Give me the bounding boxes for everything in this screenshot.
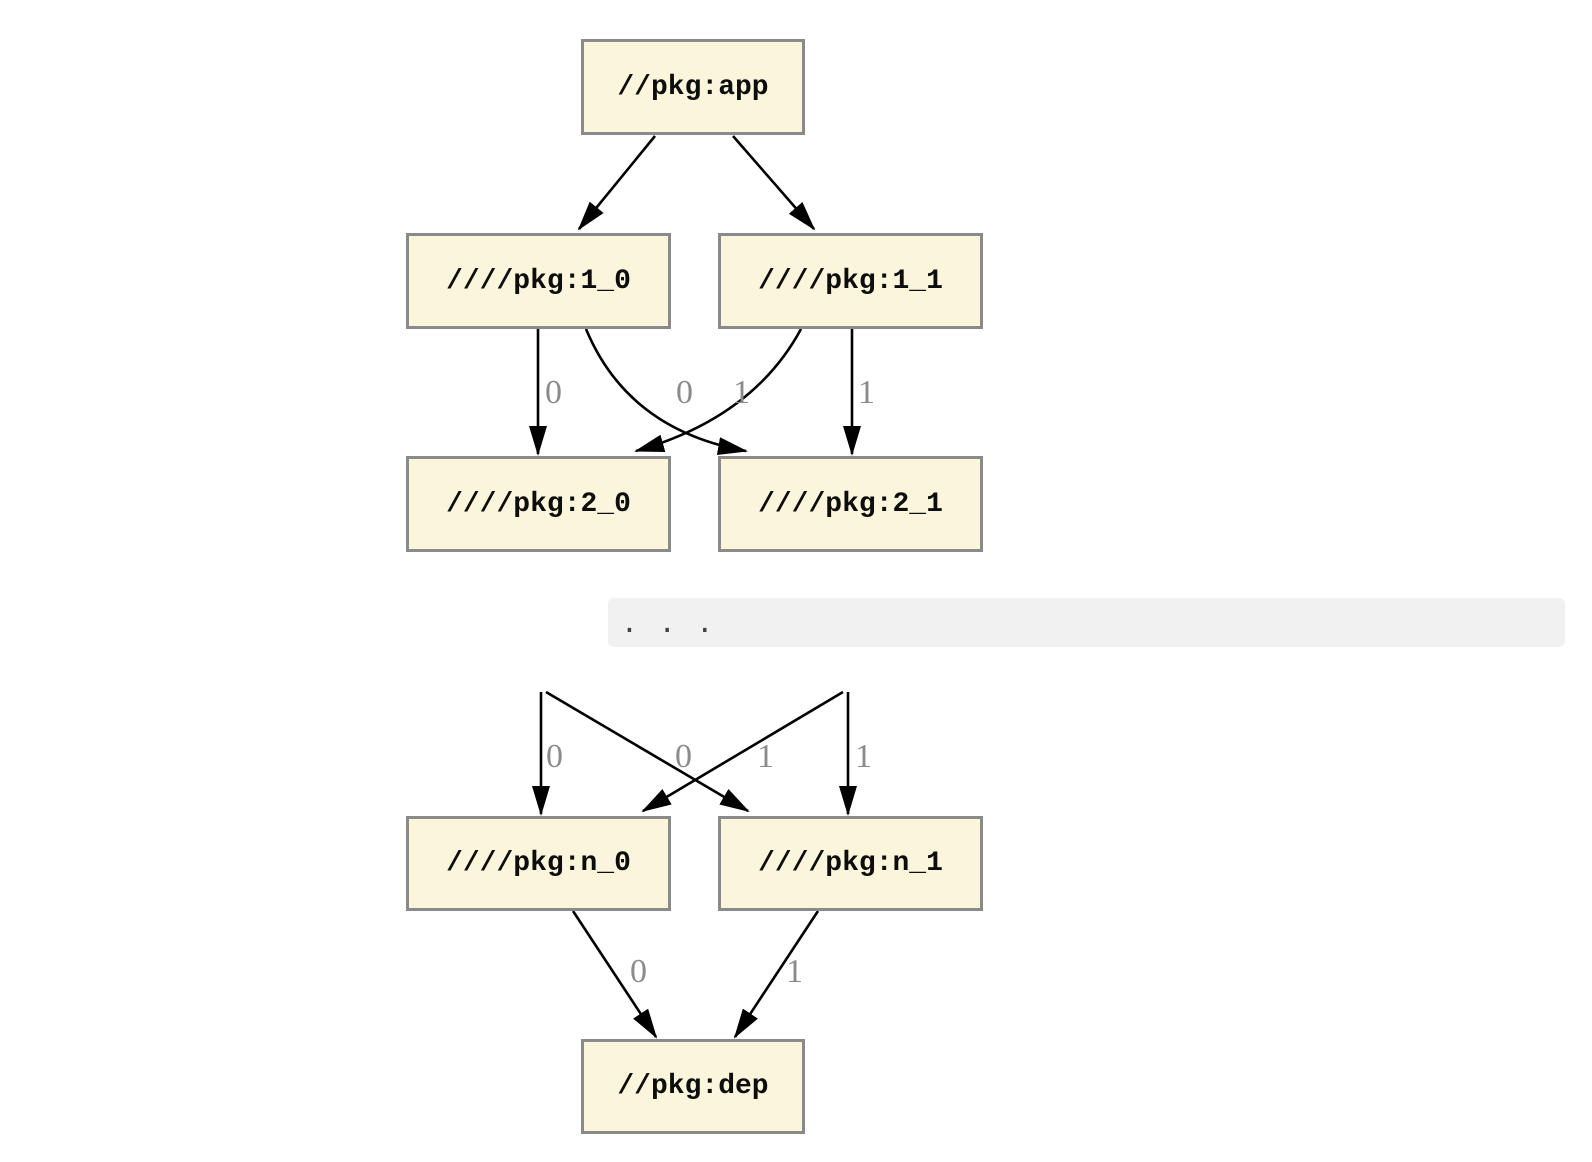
- edge-label-1_0-2_0: 0: [545, 374, 562, 411]
- edge-elided1-n_0: [641, 690, 844, 813]
- edge-label-n_0-dep: 0: [630, 953, 647, 990]
- edge-n_0-dep: [571, 910, 658, 1039]
- node-pkg-1_1-label: ////pkg:1_1: [758, 265, 943, 297]
- node-pkg-2_1-label: ////pkg:2_1: [758, 488, 943, 520]
- node-pkg-2_0-label: ////pkg:2_0: [446, 488, 631, 520]
- edge-app-1_1: [732, 135, 816, 231]
- edge-label-elided1-n_1: 1: [855, 738, 872, 775]
- node-pkg-dep-label: //pkg:dep: [617, 1071, 769, 1102]
- ellipsis-band: . . .: [608, 598, 1565, 647]
- edge-1_0-2_1: [584, 328, 748, 455]
- edge-1_1-2_0: [634, 328, 803, 453]
- node-pkg-n_0: ////pkg:n_0: [406, 816, 671, 911]
- node-pkg-1_0: ////pkg:1_0: [406, 233, 671, 329]
- node-pkg-n_0-label: ////pkg:n_0: [446, 848, 631, 879]
- edge-app-1_0: [577, 135, 657, 231]
- edge-label-1_0-2_1: 1: [733, 374, 750, 411]
- node-pkg-app-label: //pkg:app: [617, 71, 769, 103]
- edge-label-elided0-n_1: 1: [757, 738, 774, 775]
- node-pkg-1_1: ////pkg:1_1: [718, 233, 983, 329]
- node-pkg-n_1-label: ////pkg:n_1: [758, 848, 943, 879]
- node-pkg-2_0: ////pkg:2_0: [406, 456, 671, 552]
- node-pkg-n_1: ////pkg:n_1: [718, 816, 983, 911]
- edge-n_1-dep: [733, 910, 820, 1039]
- node-pkg-app: //pkg:app: [581, 39, 805, 135]
- edge-label-n_1-dep: 1: [786, 953, 803, 990]
- edge-elided0-n_1: [545, 690, 750, 813]
- node-pkg-1_0-label: ////pkg:1_0: [446, 265, 631, 297]
- edge-label-elided0-n_0: 0: [546, 738, 563, 775]
- edge-label-1_1-2_0: 0: [676, 374, 693, 411]
- node-pkg-2_1: ////pkg:2_1: [718, 456, 983, 552]
- ellipsis-text: . . .: [621, 606, 716, 639]
- node-pkg-dep: //pkg:dep: [581, 1039, 805, 1134]
- edge-label-1_1-2_1: 1: [858, 374, 875, 411]
- edge-label-elided1-n_0: 0: [675, 738, 692, 775]
